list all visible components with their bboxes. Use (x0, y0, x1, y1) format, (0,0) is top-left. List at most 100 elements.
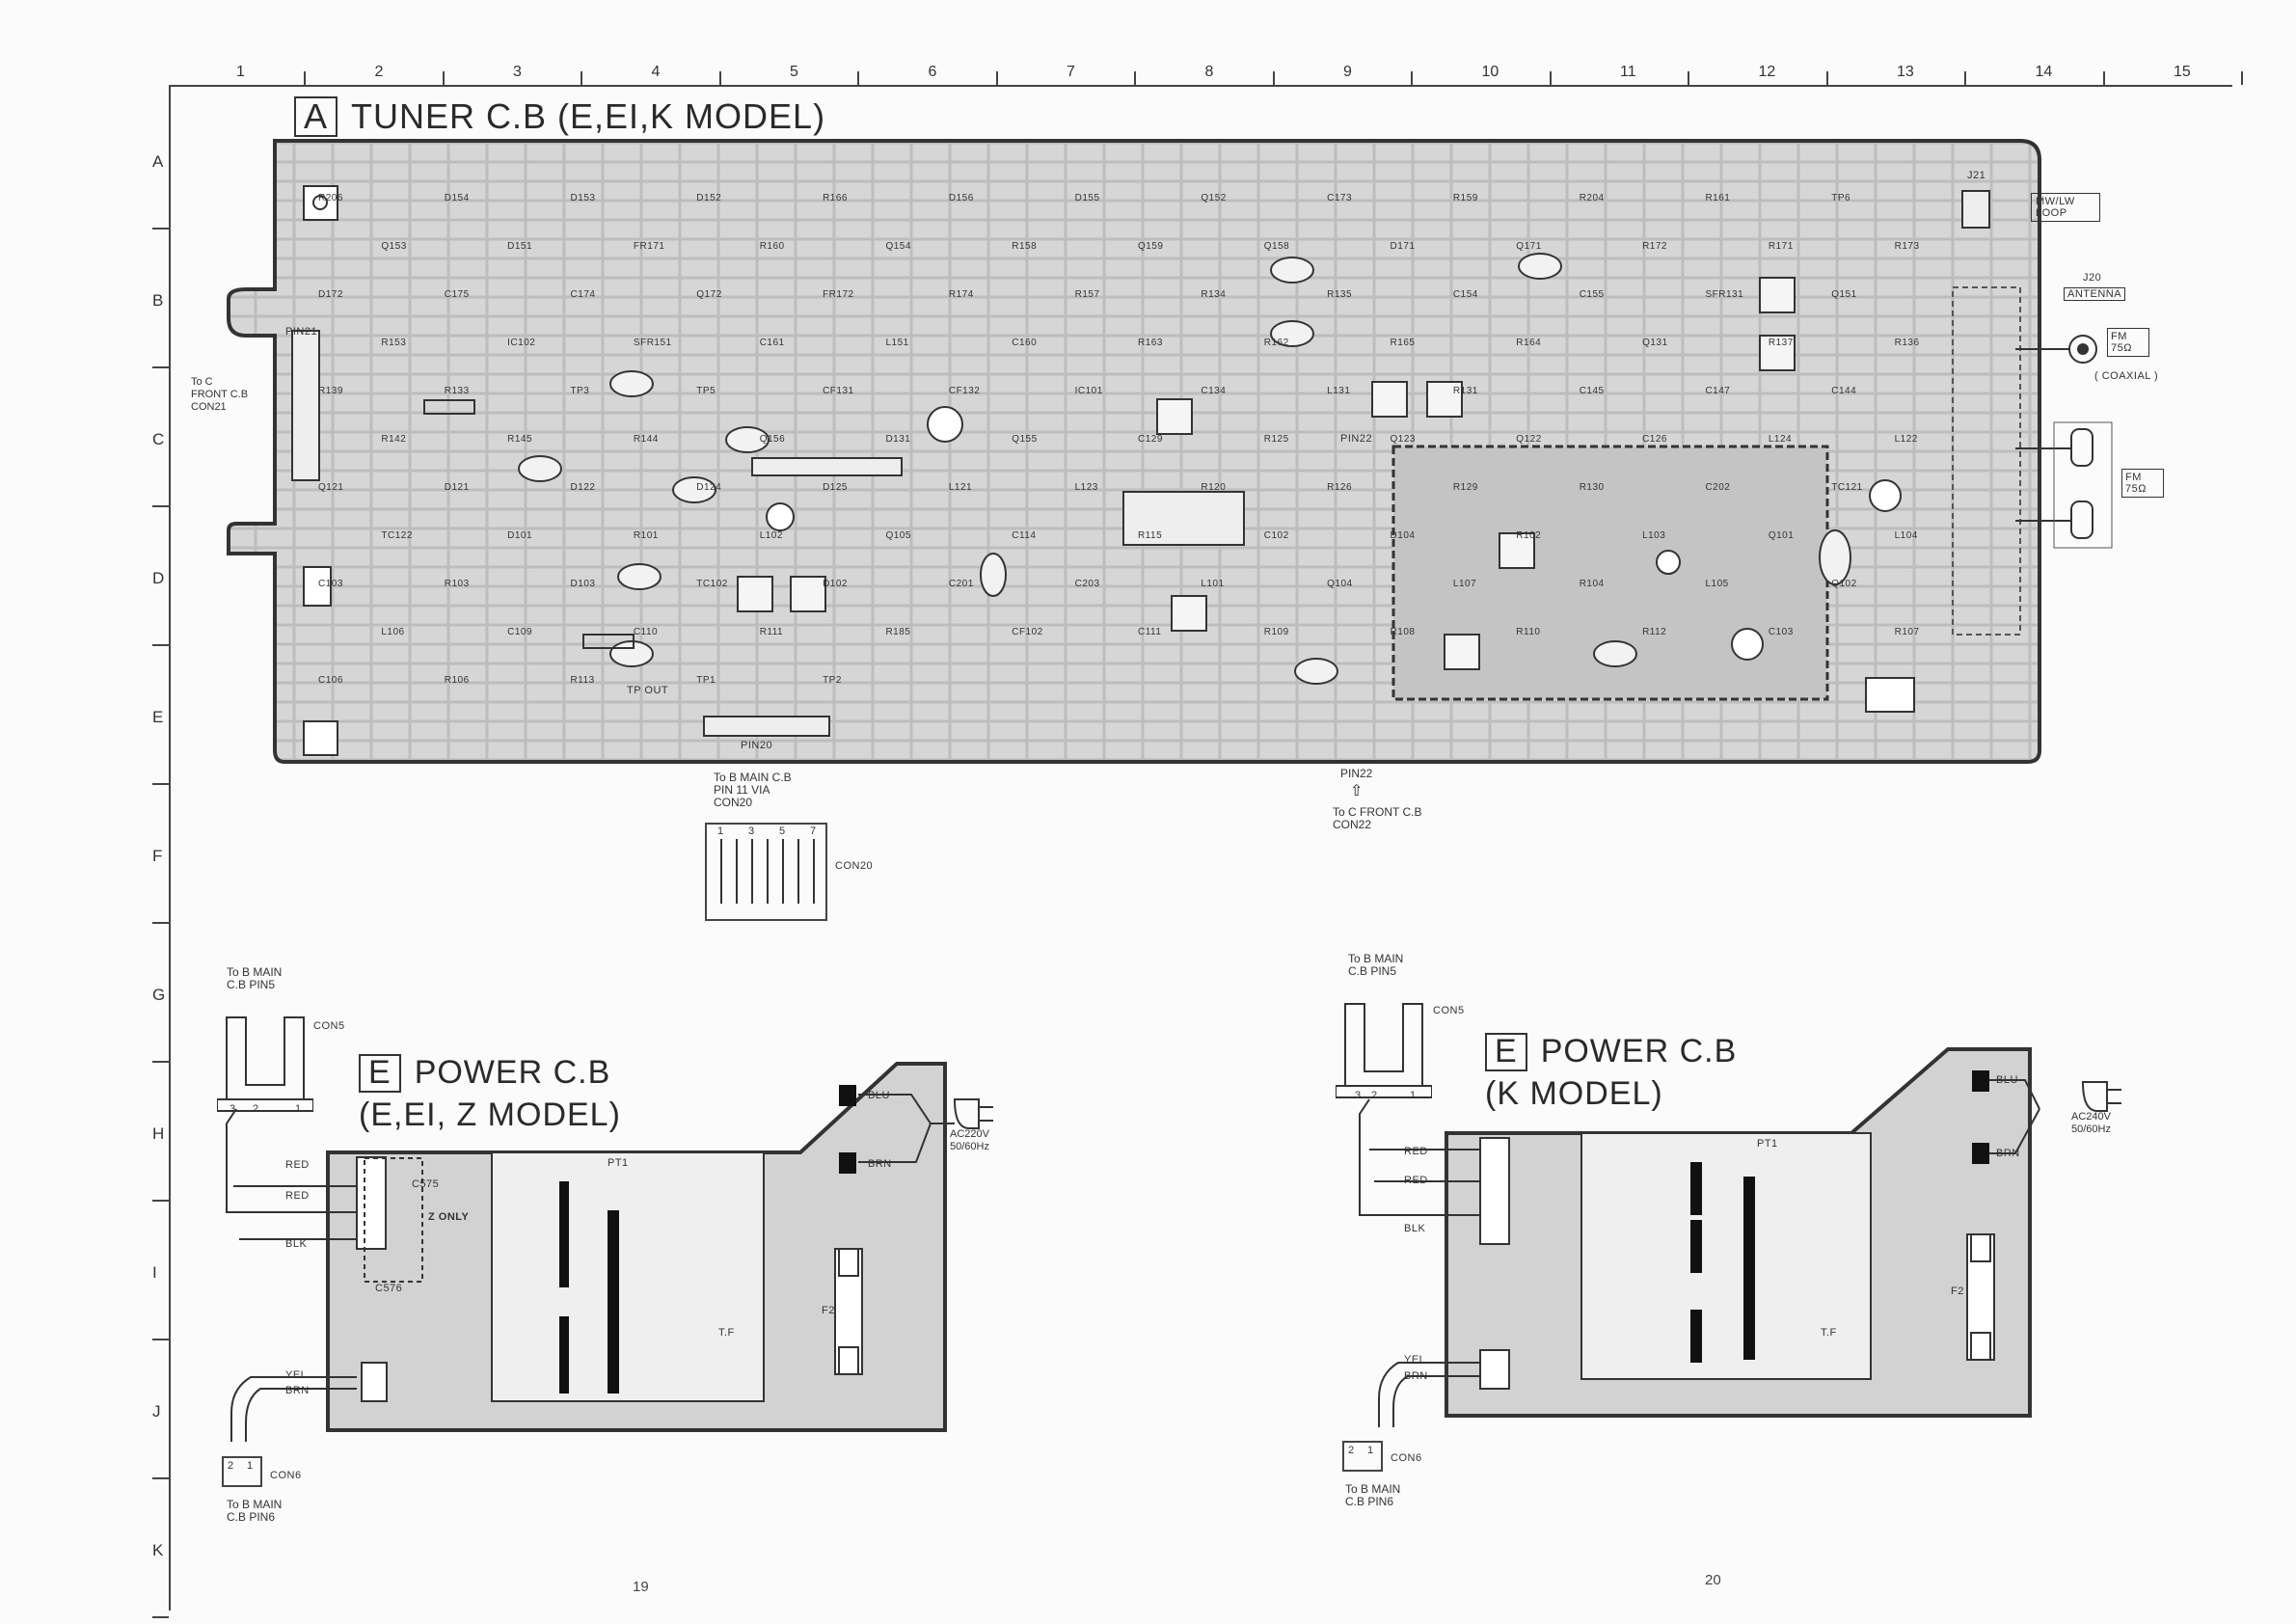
component-label: L103 (1642, 530, 1666, 541)
component-label: CF131 (823, 386, 854, 396)
component-label: D131 (885, 434, 911, 445)
component-label: R133 (444, 386, 470, 396)
component-label: C114 (1012, 530, 1037, 541)
pr-f2: F2 (1951, 1286, 1964, 1297)
pr-blu: BLU (1996, 1074, 2018, 1086)
mwlw-label: MW/LW LOOP (2031, 193, 2100, 222)
pr-con5-connector (1336, 1003, 1432, 1098)
component-label: FR172 (823, 289, 854, 300)
pr-yel: YEL (1404, 1354, 1426, 1366)
column-tick (1549, 71, 1552, 85)
component-label: R157 (1074, 289, 1100, 300)
tuner-pin20-label: PIN20 (741, 740, 773, 751)
pr-brn: BRN (1996, 1148, 2020, 1159)
column-label: 7 (1067, 64, 1075, 80)
component-label: C103 (318, 579, 343, 589)
component-label: Q172 (696, 289, 722, 300)
component-label: Q155 (1012, 434, 1038, 445)
pl-brn2: BRN (285, 1385, 310, 1396)
antenna-connectors (2015, 335, 2113, 549)
pl-title1: POWER C.B (414, 1054, 611, 1091)
column-label: 10 (1481, 64, 1499, 80)
row-label: F (152, 847, 163, 865)
pl-con5-pin1: 1 (295, 1103, 302, 1115)
component-label: R185 (885, 627, 911, 637)
tuner-pin22-label: PIN22 (1340, 433, 1373, 445)
component-label: R108 (1390, 627, 1416, 637)
antenna-label: ANTENNA (2064, 287, 2126, 301)
component-label: Q122 (1516, 434, 1542, 445)
component-label: C202 (1705, 482, 1731, 493)
component-label: C173 (1327, 193, 1353, 203)
component-label: TP5 (696, 386, 716, 396)
component-label: TP6 (1831, 193, 1851, 203)
component-label: D102 (823, 579, 848, 589)
pr-brn2: BRN (1404, 1370, 1428, 1382)
column-tick (1411, 71, 1413, 85)
pl-c576: C576 (375, 1283, 403, 1294)
pl-title2: (E,EI, Z MODEL) (359, 1096, 621, 1133)
component-label: L105 (1705, 579, 1729, 589)
pl-wire-red1: RED (285, 1159, 310, 1171)
component-label: Q131 (1642, 338, 1668, 348)
component-label: TC102 (696, 579, 728, 589)
component-label: R161 (1705, 193, 1731, 203)
component-label: D154 (444, 193, 470, 203)
component-label: L123 (1074, 482, 1098, 493)
frame-left-rule (169, 87, 171, 1610)
pl-zonly: Z ONLY (428, 1211, 470, 1223)
con20-pin-1: 1 (717, 826, 724, 837)
component-label: C126 (1642, 434, 1667, 445)
component-label: D121 (444, 482, 470, 493)
component-label: L107 (1452, 579, 1477, 589)
component-label: C109 (507, 627, 533, 637)
component-label: Q159 (1138, 241, 1164, 252)
component-label: C147 (1705, 386, 1731, 396)
component-label: R135 (1327, 289, 1353, 300)
pl-pt: PT1 (608, 1157, 629, 1169)
component-label: R125 (1263, 434, 1289, 445)
component-label: C129 (1138, 434, 1163, 445)
component-label: D171 (1390, 241, 1416, 252)
pl-blu: BLU (868, 1090, 890, 1101)
component-label: D151 (507, 241, 533, 252)
component-label: R162 (1263, 338, 1289, 348)
row-tick (152, 228, 169, 230)
column-tick (1964, 71, 1966, 85)
column-tick (1688, 71, 1689, 85)
component-label: R153 (381, 338, 407, 348)
component-label: Q171 (1516, 241, 1542, 252)
component-label: CF102 (1012, 627, 1043, 637)
component-label: D124 (696, 482, 722, 493)
pr-con6: CON6 (1391, 1452, 1422, 1464)
column-label: 3 (513, 64, 522, 80)
component-label: R158 (1012, 241, 1038, 252)
component-label: D122 (570, 482, 596, 493)
column-tick (304, 71, 306, 85)
component-label: C203 (1074, 579, 1100, 589)
pl-wire-red2: RED (285, 1190, 310, 1202)
row-label: J (152, 1402, 161, 1421)
component-label: Q152 (1201, 193, 1227, 203)
component-label: C160 (1012, 338, 1038, 348)
pr-wire-red1: RED (1404, 1146, 1428, 1157)
component-label: R139 (318, 386, 343, 396)
column-label: 14 (2035, 64, 2053, 80)
pr-to-main-bottom: To B MAIN C.B PIN6 (1345, 1482, 1401, 1508)
pr-ac: AC240V 50/60Hz (2071, 1111, 2111, 1135)
component-label: L121 (948, 482, 973, 493)
component-label: C201 (948, 579, 974, 589)
component-label: L131 (1327, 386, 1351, 396)
page-number-right: 20 (1705, 1572, 1721, 1588)
component-label: R126 (1327, 482, 1353, 493)
pl-con5-connector (217, 1016, 313, 1112)
row-label: B (152, 291, 164, 310)
component-label: R129 (1452, 482, 1478, 493)
pl-con6-pin1: 1 (247, 1460, 254, 1472)
pl-con5-pin3: 3 (230, 1103, 236, 1115)
row-label: E (152, 708, 164, 726)
component-label: R144 (633, 434, 659, 445)
component-label: C145 (1579, 386, 1605, 396)
pr-letter: E (1485, 1033, 1527, 1071)
